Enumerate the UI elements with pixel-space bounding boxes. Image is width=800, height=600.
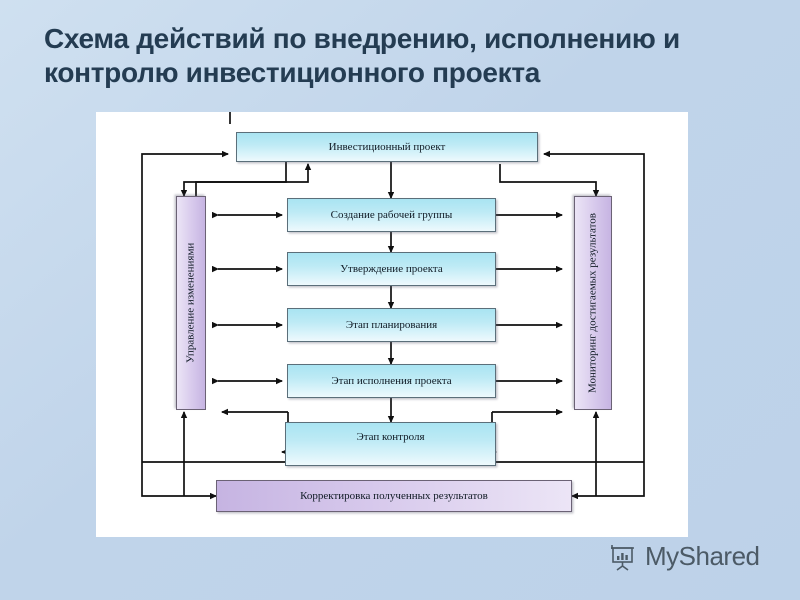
presentation-chart-icon <box>611 544 634 571</box>
node-label: Мониторинг достигаемых результатов <box>586 213 599 393</box>
node-project-approval[interactable]: Утверждение проекта <box>287 252 496 286</box>
node-planning-stage[interactable]: Этап планирования <box>287 308 496 342</box>
node-label: Управление изменениями <box>184 242 197 364</box>
page-title: Схема действий по внедрению, исполнению … <box>44 23 680 88</box>
node-results-correction[interactable]: Корректировка полученных результатов <box>216 480 572 512</box>
node-execution-stage[interactable]: Этап исполнения проекта <box>287 364 496 398</box>
node-investment-project[interactable]: Инвестиционный проект <box>236 132 538 162</box>
node-working-group[interactable]: Создание рабочей группы <box>287 198 496 232</box>
node-label: Утверждение проекта <box>340 263 443 275</box>
node-control-stage[interactable]: Этап контроля <box>285 422 496 466</box>
node-label: Инвестиционный проект <box>328 141 446 153</box>
node-label: Этап планирования <box>345 319 438 331</box>
myshared-logo: MyShared <box>608 541 760 572</box>
node-results-monitoring[interactable]: Мониторинг достигаемых результатов <box>574 196 612 410</box>
node-label: Этап исполнения проекта <box>331 375 452 387</box>
diagram-canvas: Инвестиционный проект Создание рабочей г… <box>96 112 688 537</box>
logo-text: MyShared <box>645 541 760 571</box>
node-label: Этап контроля <box>356 431 425 443</box>
node-label: Создание рабочей группы <box>330 209 453 221</box>
node-label: Корректировка полученных результатов <box>300 490 488 502</box>
node-change-management[interactable]: Управление изменениями <box>176 196 206 410</box>
